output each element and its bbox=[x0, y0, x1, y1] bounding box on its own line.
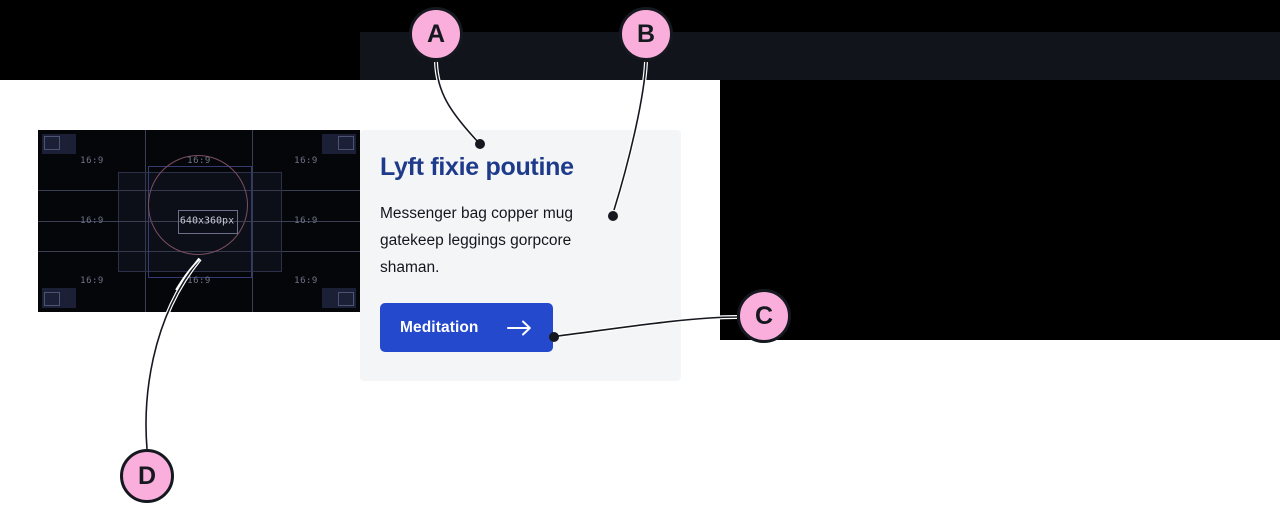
corner-marker-br bbox=[322, 288, 356, 308]
annotation-badge-a[interactable]: A bbox=[409, 7, 463, 61]
corner-marker-tr bbox=[322, 134, 356, 154]
ratio-label: 16:9 bbox=[294, 276, 318, 286]
card-body: Messenger bag copper mug gatekeep leggin… bbox=[380, 205, 574, 276]
ratio-label: 16:9 bbox=[187, 156, 211, 166]
right-black-panel bbox=[720, 80, 1280, 340]
media-image[interactable]: 16:9 16:9 16:9 16:9 16:9 16:9 16:9 16:9 … bbox=[38, 130, 360, 312]
corner-marker-tl bbox=[42, 134, 76, 154]
cta-button-label: Meditation bbox=[400, 318, 479, 336]
ratio-label: 16:9 bbox=[80, 216, 104, 226]
center-circle-marker bbox=[148, 155, 248, 255]
annotation-badge-c[interactable]: C bbox=[737, 289, 791, 343]
cta-button[interactable]: Meditation bbox=[380, 303, 553, 352]
annotation-badge-b[interactable]: B bbox=[619, 7, 673, 61]
ratio-label: 16:9 bbox=[187, 276, 211, 286]
bottom-white-surface bbox=[720, 340, 1280, 511]
dimension-label: 640x360px bbox=[179, 215, 235, 227]
card-title: Lyft fixie poutine bbox=[380, 153, 574, 181]
dimension-chip bbox=[178, 210, 238, 234]
corner-marker-bl bbox=[42, 288, 76, 308]
center-crosshair bbox=[38, 221, 360, 222]
ratio-label: 16:9 bbox=[294, 216, 318, 226]
ratio-label: 16:9 bbox=[80, 276, 104, 286]
annotation-badge-d[interactable]: D bbox=[120, 449, 174, 503]
navbar-strip bbox=[360, 32, 1280, 80]
ratio-label: 16:9 bbox=[294, 156, 318, 166]
content-card: Lyft fixie poutine Messenger bag copper … bbox=[360, 130, 681, 381]
arrow-right-icon bbox=[507, 320, 533, 336]
ratio-label: 16:9 bbox=[80, 156, 104, 166]
